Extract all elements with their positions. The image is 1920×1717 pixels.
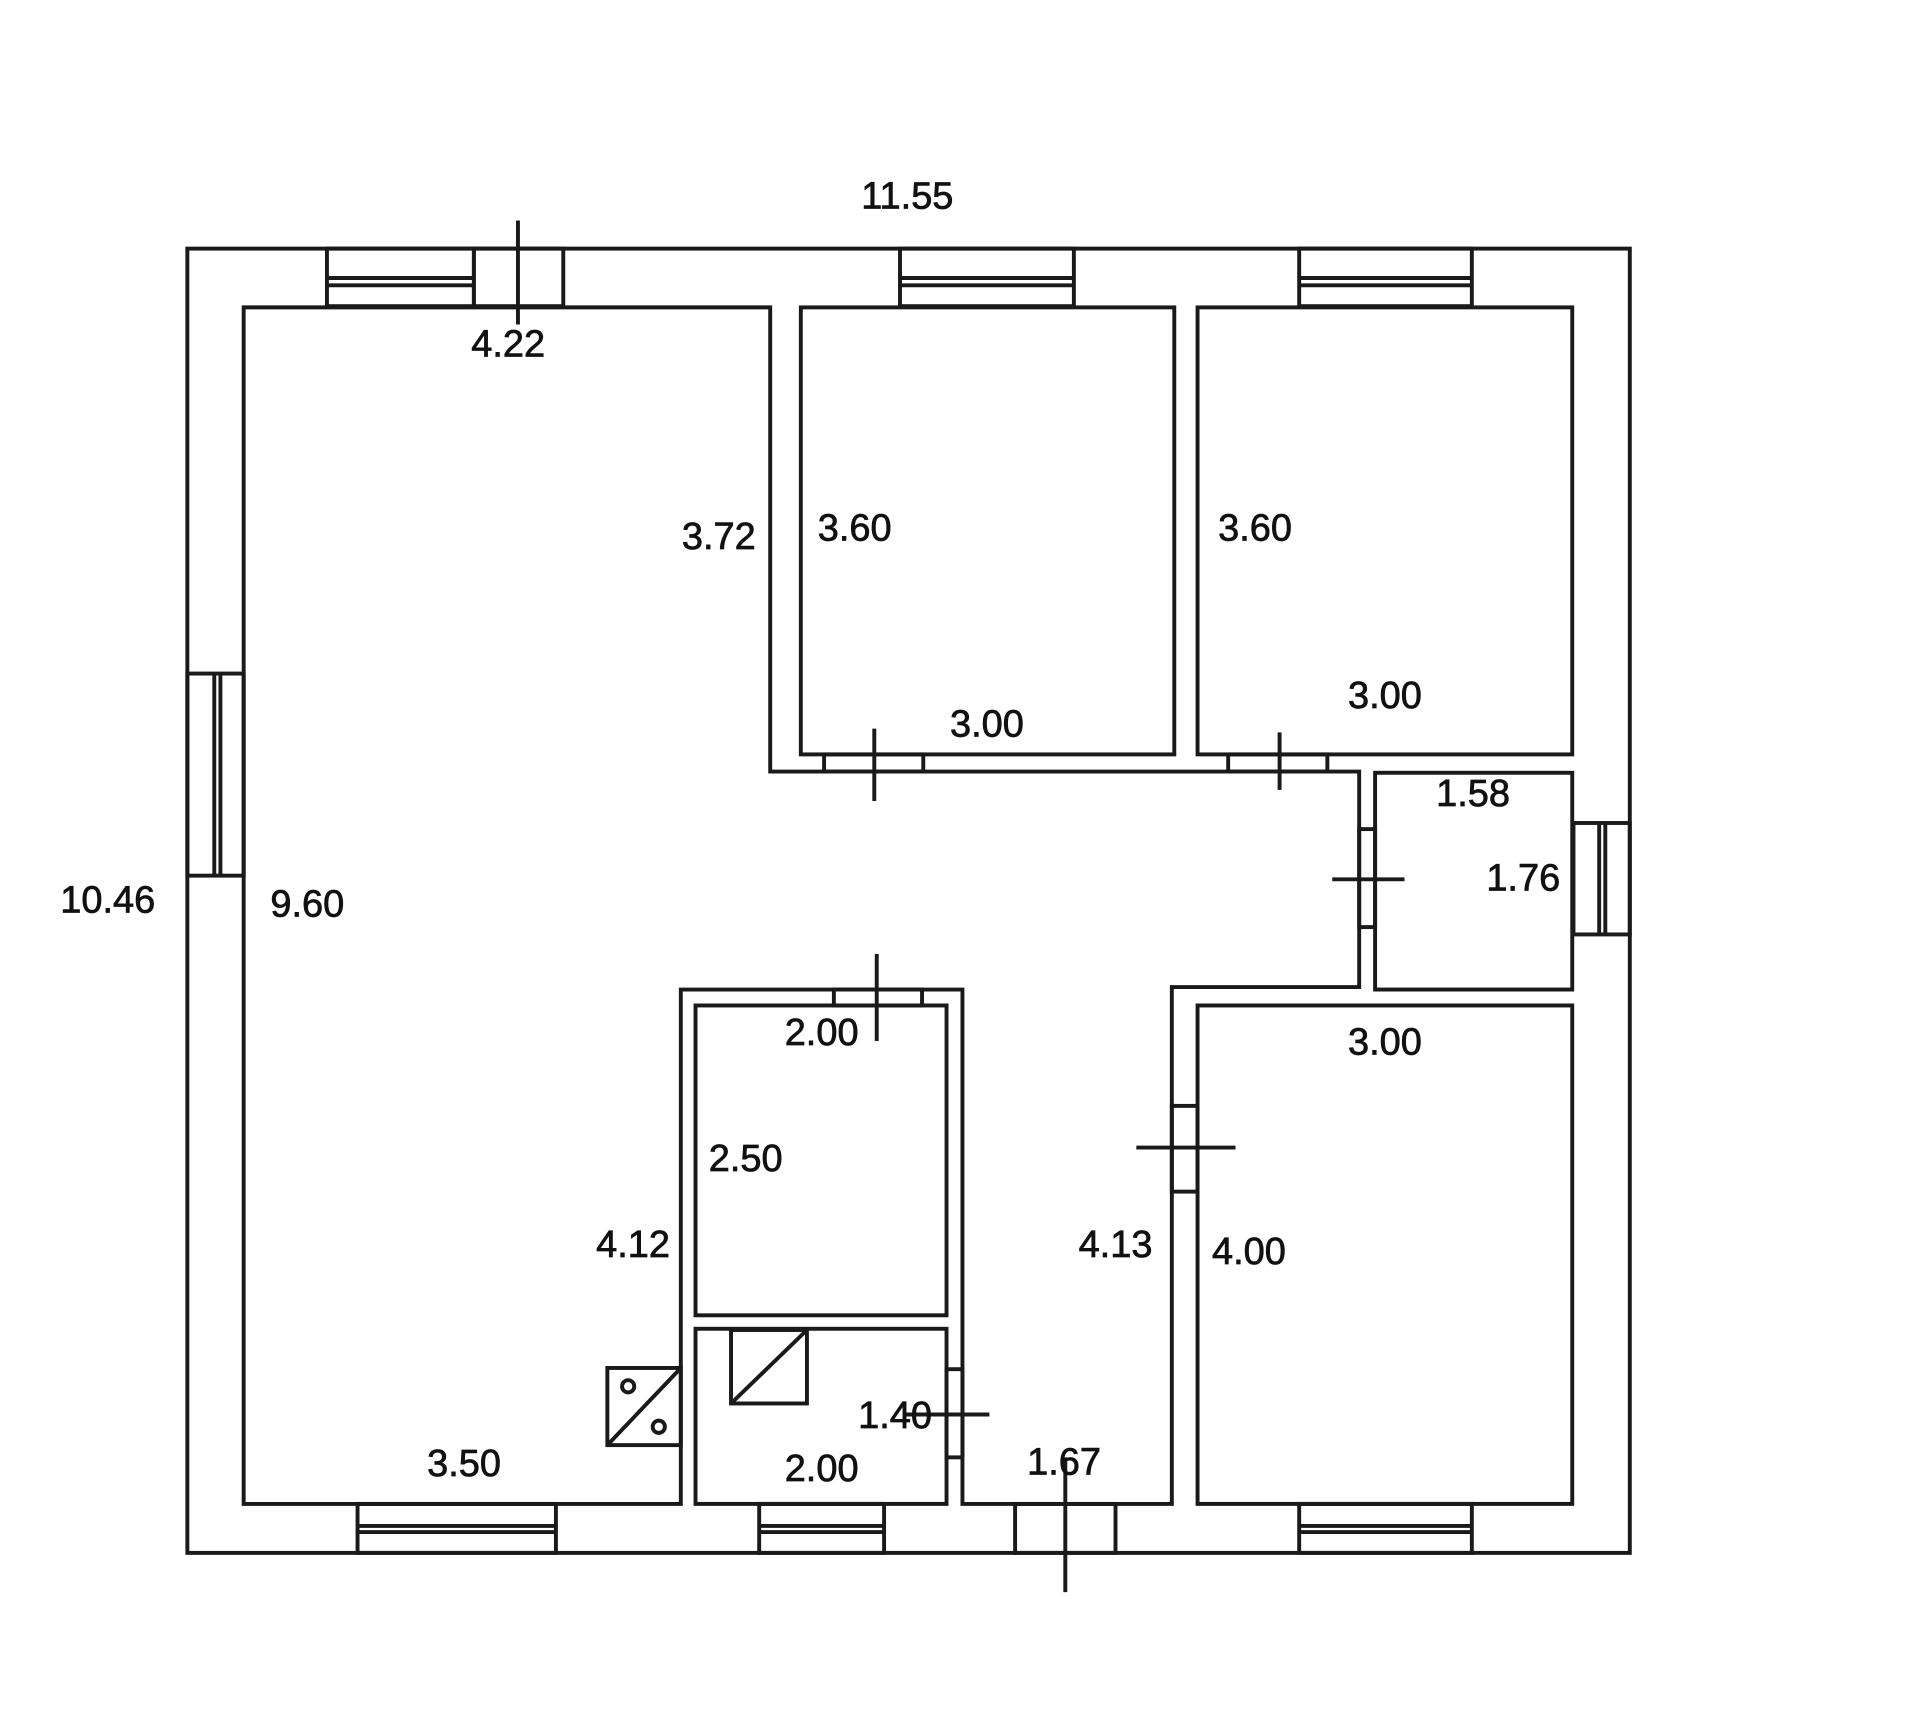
dimension-label: 3.72 xyxy=(682,516,756,558)
bathroom xyxy=(693,1003,949,1318)
dimension-label: 2.50 xyxy=(709,1138,783,1180)
window-top-1 xyxy=(324,246,476,309)
dimension-label: 1.40 xyxy=(858,1395,932,1437)
window-bottom-1 xyxy=(355,1501,558,1555)
door-bedroom-3 xyxy=(1136,1103,1236,1194)
overall-width-label: 11.55 xyxy=(861,175,953,217)
dimension-label: 4.12 xyxy=(596,1224,670,1266)
door-top-entrance xyxy=(471,220,566,325)
dimension-label: 3.00 xyxy=(1348,1022,1422,1064)
door-bathroom xyxy=(831,954,924,1041)
dimension-label: 3.60 xyxy=(818,507,892,549)
outer-wall xyxy=(185,246,1632,1555)
window-top-3 xyxy=(1297,246,1474,309)
shower-tray-icon xyxy=(729,1328,809,1406)
dimension-label: 2.00 xyxy=(785,1448,859,1490)
dimension-label: 3.60 xyxy=(1218,507,1292,549)
window-bottom-3 xyxy=(1297,1501,1474,1555)
door-small-room xyxy=(1332,827,1405,930)
door-bedroom-1 xyxy=(822,728,926,801)
living-room xyxy=(241,305,1362,1506)
dimension-label: 4.22 xyxy=(471,324,545,366)
dimension-label: 1.67 xyxy=(1027,1442,1101,1484)
dimension-label: 3.50 xyxy=(427,1443,501,1485)
dimension-label: 1.58 xyxy=(1436,773,1510,815)
window-right xyxy=(1571,821,1632,937)
window-top-2 xyxy=(898,246,1076,309)
dimension-label: 3.00 xyxy=(1348,675,1422,717)
door-wc xyxy=(906,1367,990,1460)
overall-height-label: 10.46 xyxy=(60,880,155,922)
door-bottom-entrance xyxy=(1013,1457,1118,1593)
door-bedroom-2 xyxy=(1226,732,1330,790)
dimension-label: 1.76 xyxy=(1486,858,1560,900)
dimension-label: 9.60 xyxy=(270,883,344,925)
dimension-label: 2.00 xyxy=(785,1012,859,1054)
dimension-label: 3.00 xyxy=(950,703,1024,745)
window-left xyxy=(185,671,246,878)
window-bottom-2 xyxy=(757,1501,887,1555)
stove-icon xyxy=(605,1366,683,1448)
dimension-label: 4.13 xyxy=(1079,1224,1153,1266)
dimension-label: 4.00 xyxy=(1212,1231,1286,1273)
